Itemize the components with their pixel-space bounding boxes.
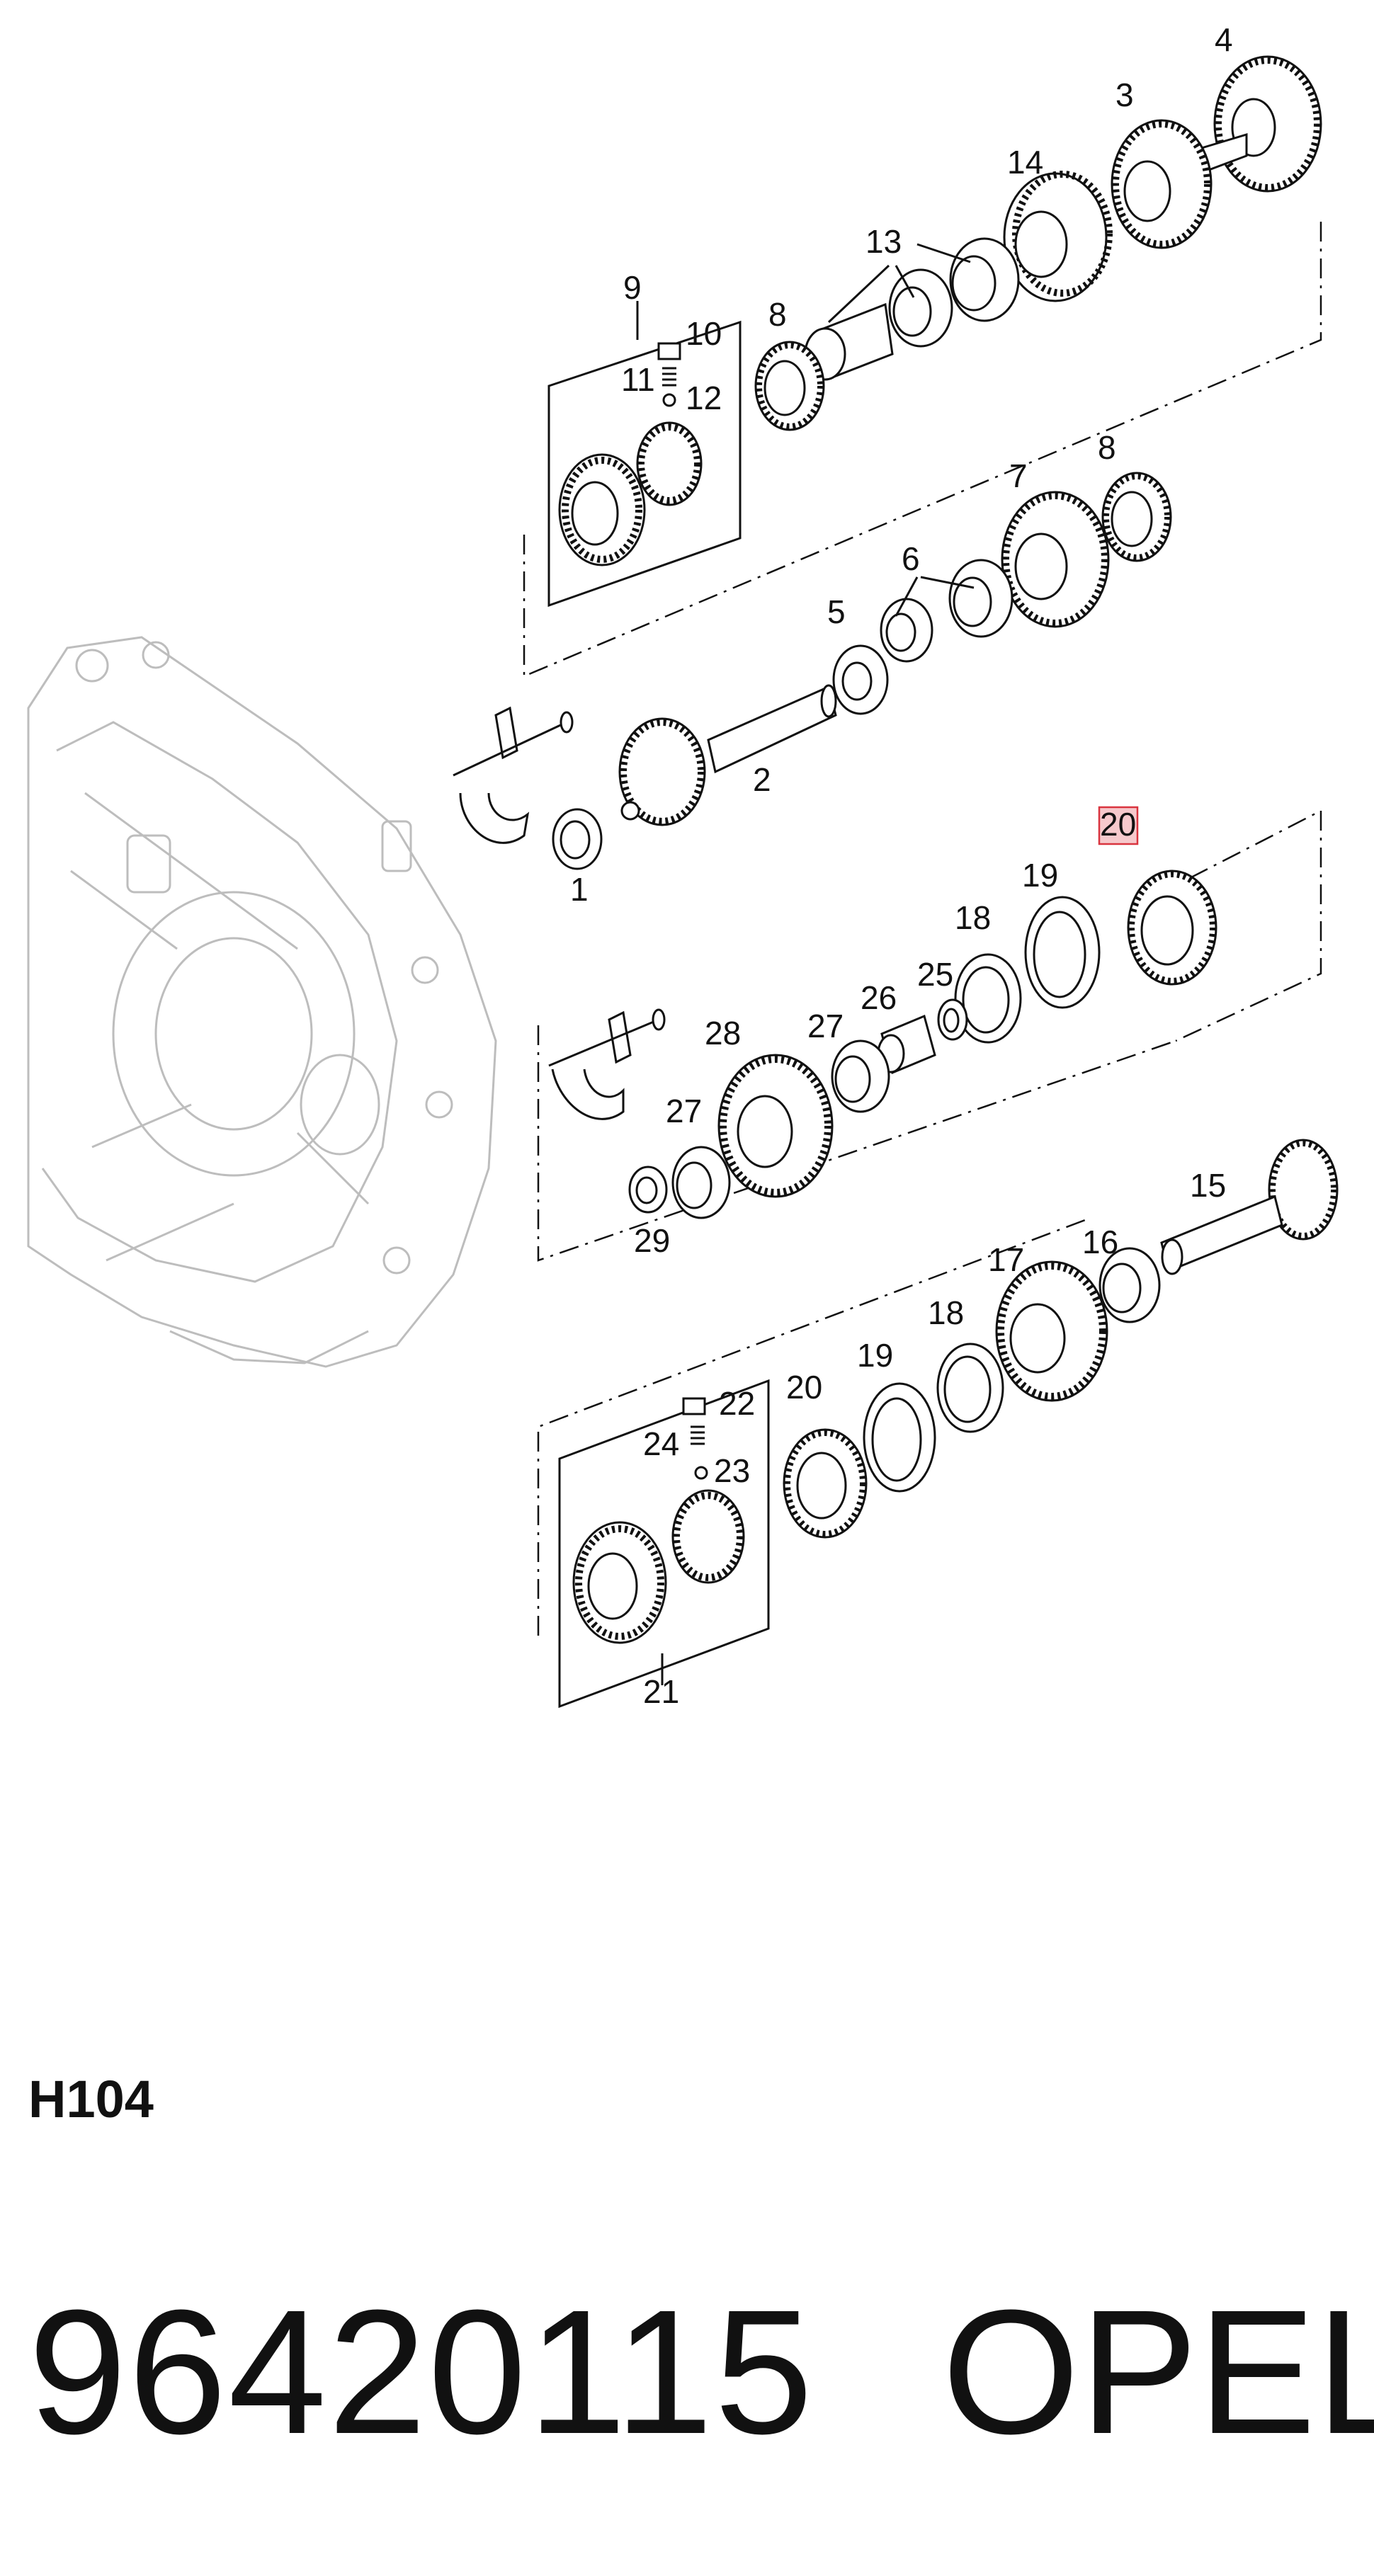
gear-14: [1003, 171, 1113, 302]
washer-25: [937, 998, 968, 1041]
callout-13: 13: [865, 223, 902, 260]
callout-10: 10: [686, 315, 722, 352]
callout-18-middle: 18: [955, 899, 991, 936]
callout-5: 5: [827, 593, 846, 630]
needle-bearing-16: [1098, 1247, 1161, 1323]
output-shaft-15: [1160, 1139, 1339, 1275]
callout-8-middle: 8: [1098, 429, 1116, 466]
callout-11: 11: [621, 361, 655, 398]
callout-15: 15: [1190, 1167, 1226, 1204]
synchro-hub-20-highlighted: [1127, 870, 1217, 986]
sleeve-26: [877, 1014, 936, 1075]
needle-bearing-13: [804, 237, 1020, 381]
callout-20-highlighted: 20: [1098, 806, 1139, 845]
exploded-gearbox-diagram: 1 2 3 4 5 6 7 8 8 9 10 11 12 13 14 15 16…: [27, 21, 1339, 1710]
callout-17: 17: [988, 1241, 1024, 1278]
shift-fork-lower: [548, 1008, 666, 1120]
synchronizer-assembly-21: [558, 1379, 770, 1709]
gear-7: [1001, 491, 1110, 628]
leader-lines: [636, 243, 975, 1685]
part-number: 96420115: [28, 2273, 814, 2470]
needle-bearing-27-middle: [831, 1039, 890, 1113]
synchro-ring-18-middle: [954, 953, 1022, 1044]
callout-16: 16: [1082, 1224, 1118, 1260]
synchronizer-assembly-9: [547, 320, 742, 608]
callout-labels: 1 2 3 4 5 6 7 8 8 9 10 11 12 13 14 15 16…: [570, 21, 1233, 1710]
callout-19-lower: 19: [857, 1337, 893, 1374]
gear-17: [995, 1260, 1108, 1402]
shift-fork-upper: [453, 706, 574, 844]
callout-9: 9: [623, 269, 642, 306]
synchro-ring-19-lower: [863, 1382, 936, 1493]
callout-29: 29: [634, 1222, 670, 1259]
callout-1: 1: [570, 871, 589, 908]
callout-22: 22: [719, 1385, 755, 1422]
callout-23: 23: [714, 1452, 750, 1489]
gear-28: [717, 1054, 834, 1198]
gear-3: [1111, 119, 1248, 249]
synchro-ring-8-upper: [754, 341, 825, 431]
input-shaft-2: [618, 684, 837, 826]
callout-14: 14: [1007, 144, 1043, 181]
callout-19-middle: 19: [1022, 857, 1058, 894]
callout-6: 6: [902, 540, 920, 577]
gearbox-housing: [27, 636, 497, 1368]
needle-bearing-6: [880, 559, 1014, 663]
thrust-washer-5: [832, 644, 889, 715]
gear-4: [1213, 55, 1322, 193]
callout-20-lower: 20: [786, 1369, 822, 1406]
synchro-hub-20-lower: [783, 1428, 868, 1539]
needle-bearing-27-lower: [671, 1146, 731, 1219]
callout-24: 24: [643, 1425, 679, 1462]
brand-name: OPEL: [942, 2273, 1374, 2470]
callout-18-lower: 18: [928, 1294, 964, 1331]
callout-7: 7: [1009, 457, 1028, 494]
callout-27-middle: 27: [807, 1008, 844, 1044]
callout-2: 2: [753, 761, 771, 798]
synchro-ring-19-middle: [1024, 896, 1101, 1009]
callout-27-lower: 27: [666, 1093, 702, 1129]
callout-28: 28: [705, 1015, 741, 1052]
callout-26: 26: [861, 979, 897, 1016]
synchro-ring-8-middle: [1101, 472, 1172, 562]
callout-21: 21: [643, 1673, 679, 1710]
washer-29: [628, 1166, 668, 1214]
diagram-code: H104: [28, 2070, 154, 2128]
callout-25: 25: [917, 956, 953, 993]
callout-20-highlighted-label: 20: [1100, 806, 1136, 843]
seal-1: [552, 808, 603, 870]
callout-3: 3: [1115, 76, 1134, 113]
callout-8-upper: 8: [768, 296, 787, 333]
callout-4: 4: [1215, 21, 1233, 58]
callout-12: 12: [686, 380, 722, 416]
synchro-ring-18-lower: [936, 1343, 1004, 1433]
